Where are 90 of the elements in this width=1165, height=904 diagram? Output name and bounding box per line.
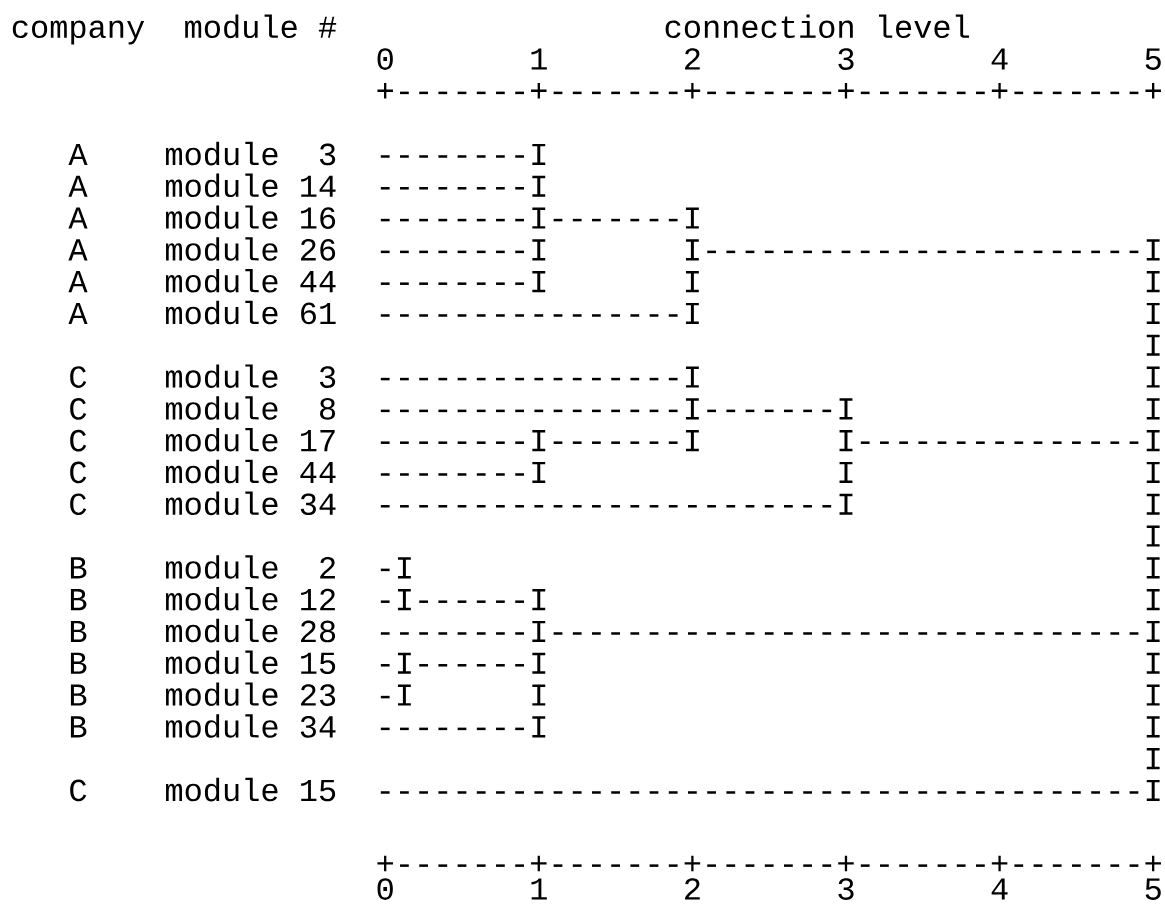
company-letter: C bbox=[70, 398, 87, 420]
dendrogram-line: -I------I bbox=[380, 589, 546, 611]
module-name: module 2 bbox=[165, 555, 335, 579]
module-name: module 61 bbox=[165, 300, 336, 325]
module-name: module 12 bbox=[165, 587, 335, 611]
module-name: module 44 bbox=[165, 269, 336, 293]
dendrogram-line: I bbox=[1146, 748, 1160, 770]
module-name: module 34 bbox=[165, 491, 336, 516]
dendrogram-line: --------I-------I bbox=[380, 207, 699, 229]
axis-tick-label: 2 bbox=[685, 48, 700, 70]
company-letter: C bbox=[70, 493, 87, 516]
company-letter: A bbox=[68, 239, 88, 261]
dendrogram-line: --------I bbox=[380, 175, 546, 197]
dendrogram-line: I bbox=[1146, 493, 1160, 515]
company-letter: B bbox=[70, 557, 87, 579]
dendrogram-line: I---------------I bbox=[839, 430, 1160, 452]
axis-tick-label: 5 bbox=[1145, 878, 1161, 900]
company-letter: B bbox=[70, 589, 87, 611]
axis-tick-label: 3 bbox=[838, 878, 854, 900]
dendrogram-line: ----------------I bbox=[380, 302, 699, 324]
module-name: module 14 bbox=[165, 173, 336, 198]
dendrogram-line: I bbox=[1146, 302, 1160, 324]
dendrogram-line: I bbox=[1146, 652, 1160, 674]
dendrogram-line: --------I bbox=[380, 239, 546, 261]
dendrogram-line: I bbox=[839, 461, 853, 483]
axis-tick-label: 5 bbox=[1145, 48, 1161, 70]
module-name: module 3 bbox=[165, 141, 336, 166]
axis-tick-label: 2 bbox=[685, 878, 700, 900]
axis-tick-label: 1 bbox=[531, 878, 547, 900]
axis-tick-label: 0 bbox=[377, 878, 393, 900]
dendrogram-line: -I bbox=[380, 684, 411, 706]
axis-tick-label: 0 bbox=[377, 48, 393, 70]
dendrogram-line: I bbox=[1146, 589, 1160, 611]
dendrogram-line: ----------------------------------------I bbox=[380, 779, 1160, 801]
dendrogram-line: --------I bbox=[380, 271, 546, 293]
dendrogram-line: I-----------------------I bbox=[685, 239, 1160, 261]
axis-tick-label: 4 bbox=[991, 878, 1008, 900]
dendrogram-line: ----------------I bbox=[380, 366, 699, 388]
module-name: module 28 bbox=[165, 618, 336, 643]
dendrogram-line: --------I bbox=[380, 143, 546, 165]
module-name: module 8 bbox=[165, 396, 336, 420]
company-letter: A bbox=[68, 207, 88, 229]
axis-rule: +-------+-------+-------+-------+-------+ bbox=[377, 82, 1161, 99]
module-name: module 15 bbox=[165, 777, 336, 802]
company-letter: B bbox=[70, 620, 87, 642]
dendrogram-line: I bbox=[1146, 716, 1160, 738]
module-name: module 23 bbox=[165, 682, 336, 706]
module-name: module 17 bbox=[165, 428, 335, 452]
company-letter: A bbox=[68, 175, 88, 197]
axis-rule: +-------+-------+-------+-------+-------+ bbox=[377, 855, 1161, 872]
module-name: module 15 bbox=[165, 650, 336, 675]
dendrogram-line: --------I bbox=[380, 461, 546, 483]
dendrogram-line: I bbox=[1146, 271, 1160, 293]
company-letter: C bbox=[70, 779, 87, 802]
dendrogram-line: ------------------------I bbox=[380, 493, 853, 515]
dendrogram-line: I bbox=[532, 684, 546, 706]
company-letter: C bbox=[70, 429, 87, 452]
dendrogram-line: --------I-------I bbox=[380, 430, 699, 452]
axis-tick-label: 1 bbox=[531, 48, 547, 70]
company-letter: A bbox=[68, 143, 88, 165]
dendrogram-line: I bbox=[1146, 366, 1160, 388]
dendrogram-line: --------I-------------------------------I bbox=[380, 620, 1160, 642]
module-name: module 34 bbox=[165, 714, 336, 738]
company-letter: B bbox=[70, 652, 87, 674]
dendrogram-line: I bbox=[1146, 525, 1160, 547]
dendrogram-line: ----------------I-------I bbox=[380, 398, 853, 420]
company-letter: A bbox=[68, 271, 88, 293]
dendrogram-line: I bbox=[1146, 334, 1160, 356]
dendrogram-line: I bbox=[1146, 461, 1160, 483]
module-name: module 16 bbox=[165, 205, 336, 229]
dendrogram-line: -I------I bbox=[380, 652, 546, 674]
dendrogram-line: I bbox=[1146, 557, 1160, 579]
company-letter: B bbox=[70, 684, 87, 706]
module-name: module 44 bbox=[165, 459, 336, 484]
column-header: company bbox=[12, 20, 145, 45]
module-name: module 3 bbox=[165, 364, 336, 388]
axis-title: connection level bbox=[665, 14, 970, 39]
company-letter: B bbox=[70, 716, 87, 738]
module-name: module 26 bbox=[165, 237, 336, 261]
company-letter: A bbox=[68, 302, 88, 324]
dendrogram-line: I bbox=[1146, 398, 1160, 420]
dendrogram-line: -I bbox=[380, 557, 411, 579]
dendrogram-line: I bbox=[685, 271, 699, 293]
axis-tick-label: 4 bbox=[991, 48, 1008, 70]
column-header: module # bbox=[185, 14, 337, 39]
company-letter: C bbox=[70, 461, 87, 484]
company-letter: C bbox=[70, 366, 87, 388]
dendrogram-line: --------I bbox=[380, 716, 546, 738]
dendrogram-line: I bbox=[1146, 684, 1160, 706]
axis-tick-label: 3 bbox=[838, 48, 854, 70]
